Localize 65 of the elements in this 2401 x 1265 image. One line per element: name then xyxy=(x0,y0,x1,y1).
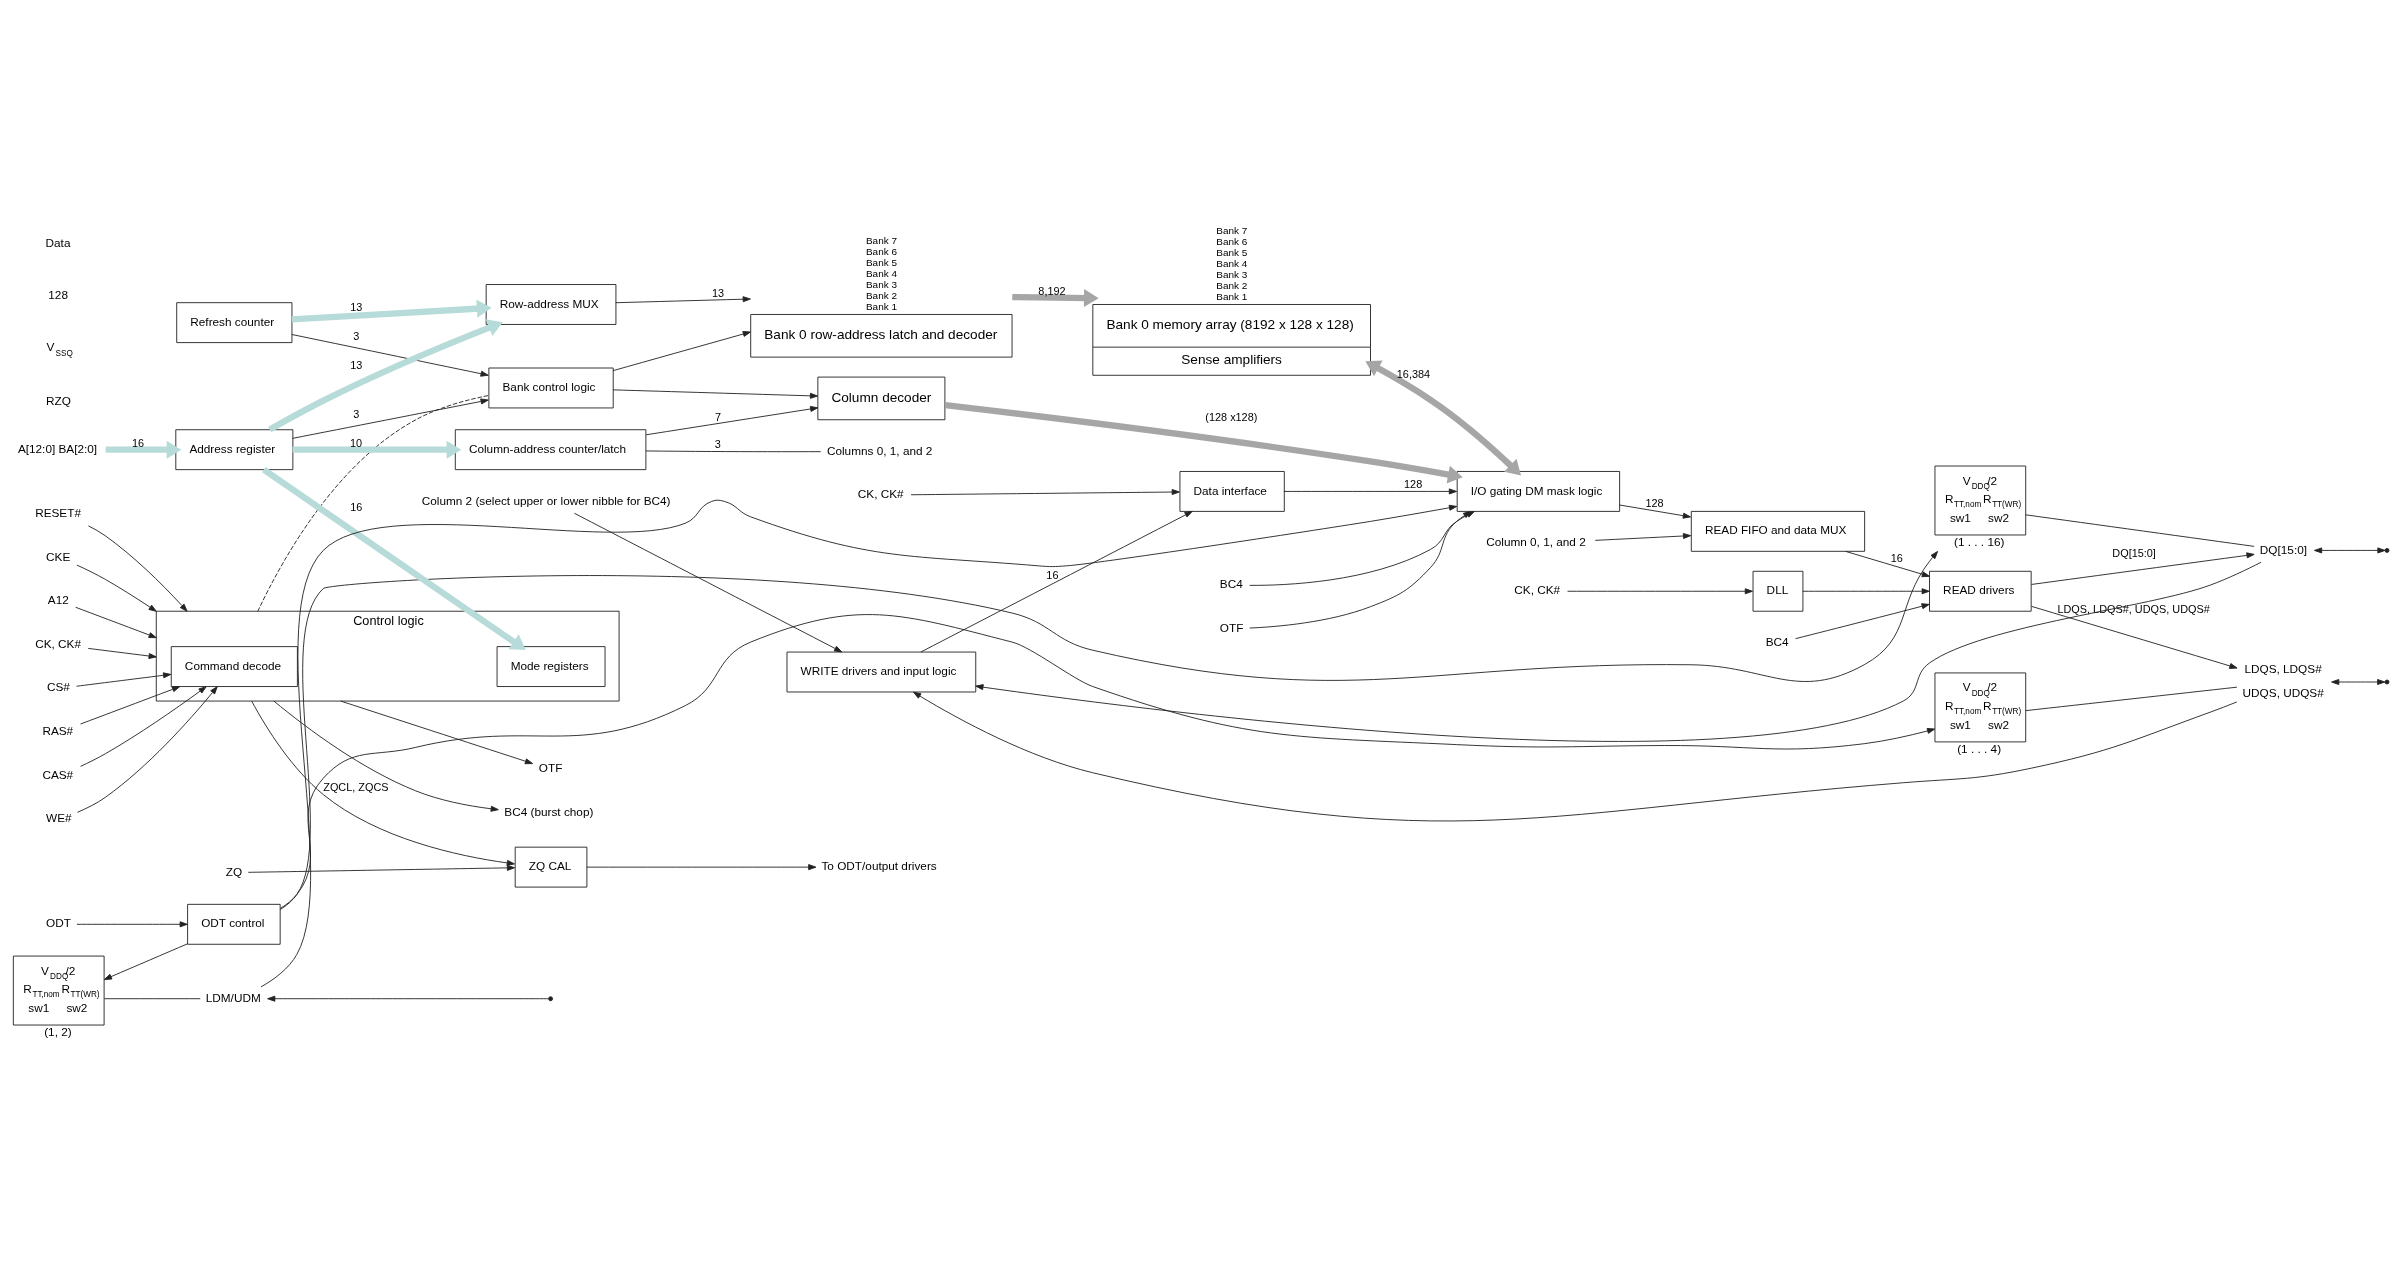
node-label: Bank 3 xyxy=(1216,268,1248,280)
node-label: (1 . . . 4) xyxy=(1957,741,2002,755)
edge-label: 13 xyxy=(350,300,363,313)
node-text: BC4 xyxy=(1219,576,1243,590)
edge-label: 13 xyxy=(350,358,363,371)
edge-label: ZQCL, ZQCS xyxy=(323,780,389,793)
edge-label: 3 xyxy=(353,407,360,420)
node-label: (1, 2) xyxy=(44,1024,72,1038)
node-text: RESET# xyxy=(35,505,81,519)
node-label: Bank 7 xyxy=(865,234,897,246)
node-text: A[12:0] BA[2:0] xyxy=(17,441,98,455)
node-text: ZQ xyxy=(225,864,243,878)
node-label: Bank 6 xyxy=(1216,235,1248,247)
node-text: LDQS, LDQS# UDQS, UDQS# xyxy=(2242,661,2324,699)
edge-label: 16 xyxy=(350,500,363,513)
node-text: CK, CK# xyxy=(35,636,81,650)
node-text: Column 2 (select upper or lower nibble for BC4) xyxy=(421,493,671,506)
edge-label: 128 xyxy=(1404,477,1423,490)
label: V$_{SSQ}$ xyxy=(46,339,73,358)
node-text: CS# xyxy=(46,679,70,693)
node-label: Bank 4 xyxy=(865,267,897,279)
node-label: (1 . . . 16) xyxy=(1954,534,2005,548)
edge-label: 16 xyxy=(1046,568,1059,581)
edge-label: 8,192 xyxy=(1038,284,1066,297)
node-label: Bank 1 xyxy=(1216,290,1248,302)
edge-label: 3 xyxy=(353,329,360,342)
edge-label: 16 xyxy=(132,436,145,449)
edge-label: 10 xyxy=(350,436,363,449)
node-text: BC4 (burst chop) xyxy=(504,804,594,818)
node-text: To ODT/output drivers xyxy=(821,858,937,872)
edge-label: (128 x128) xyxy=(1205,410,1258,423)
node-label: Bank 5 xyxy=(865,256,897,268)
node-text: Columns 0, 1, and 2 xyxy=(826,443,933,457)
node-label: Bank 1 xyxy=(865,300,897,312)
node-text: CK, CK# xyxy=(1514,582,1561,596)
node-text: CAS# xyxy=(42,767,74,781)
node-label: Bank 2 xyxy=(1216,279,1248,291)
node-text: ODT xyxy=(46,915,71,929)
node-text: CK, CK# xyxy=(857,486,904,500)
edge-label: 3 xyxy=(714,437,721,450)
edge-label: 16 xyxy=(1890,551,1903,564)
node-text: OTF xyxy=(1219,620,1244,634)
node-text: CKE xyxy=(46,549,71,563)
node-label: Bank 3 xyxy=(865,278,897,290)
node-text: BC4 xyxy=(1765,634,1789,648)
node-label: Bank 6 xyxy=(865,245,897,257)
label: 128 xyxy=(48,287,68,301)
node-label: Bank 2 xyxy=(865,289,897,301)
node-label: Bank 5 xyxy=(1216,246,1248,258)
edge-label: 7 xyxy=(714,410,722,423)
edge-label: 13 xyxy=(711,286,725,299)
label: RZQ xyxy=(46,393,71,407)
edge-label: DQ[15:0] xyxy=(2112,546,2156,559)
node-text: A12 xyxy=(47,592,69,606)
label: Data xyxy=(45,235,71,249)
node-text: RAS# xyxy=(42,723,74,737)
node-label: Bank 7 xyxy=(1216,224,1248,236)
node-label: Bank 4 xyxy=(1216,257,1248,269)
edge-label: 128 xyxy=(1645,496,1664,509)
node-text: OTF xyxy=(538,760,563,774)
node-text: WE# xyxy=(46,810,72,824)
node-text: DQ[15:0] xyxy=(2259,542,2307,555)
node-text: Column 0, 1, and 2 xyxy=(1486,534,1586,548)
edge-label: 16,384 xyxy=(1396,367,1431,380)
node-text: LDM/UDM xyxy=(205,990,261,1004)
